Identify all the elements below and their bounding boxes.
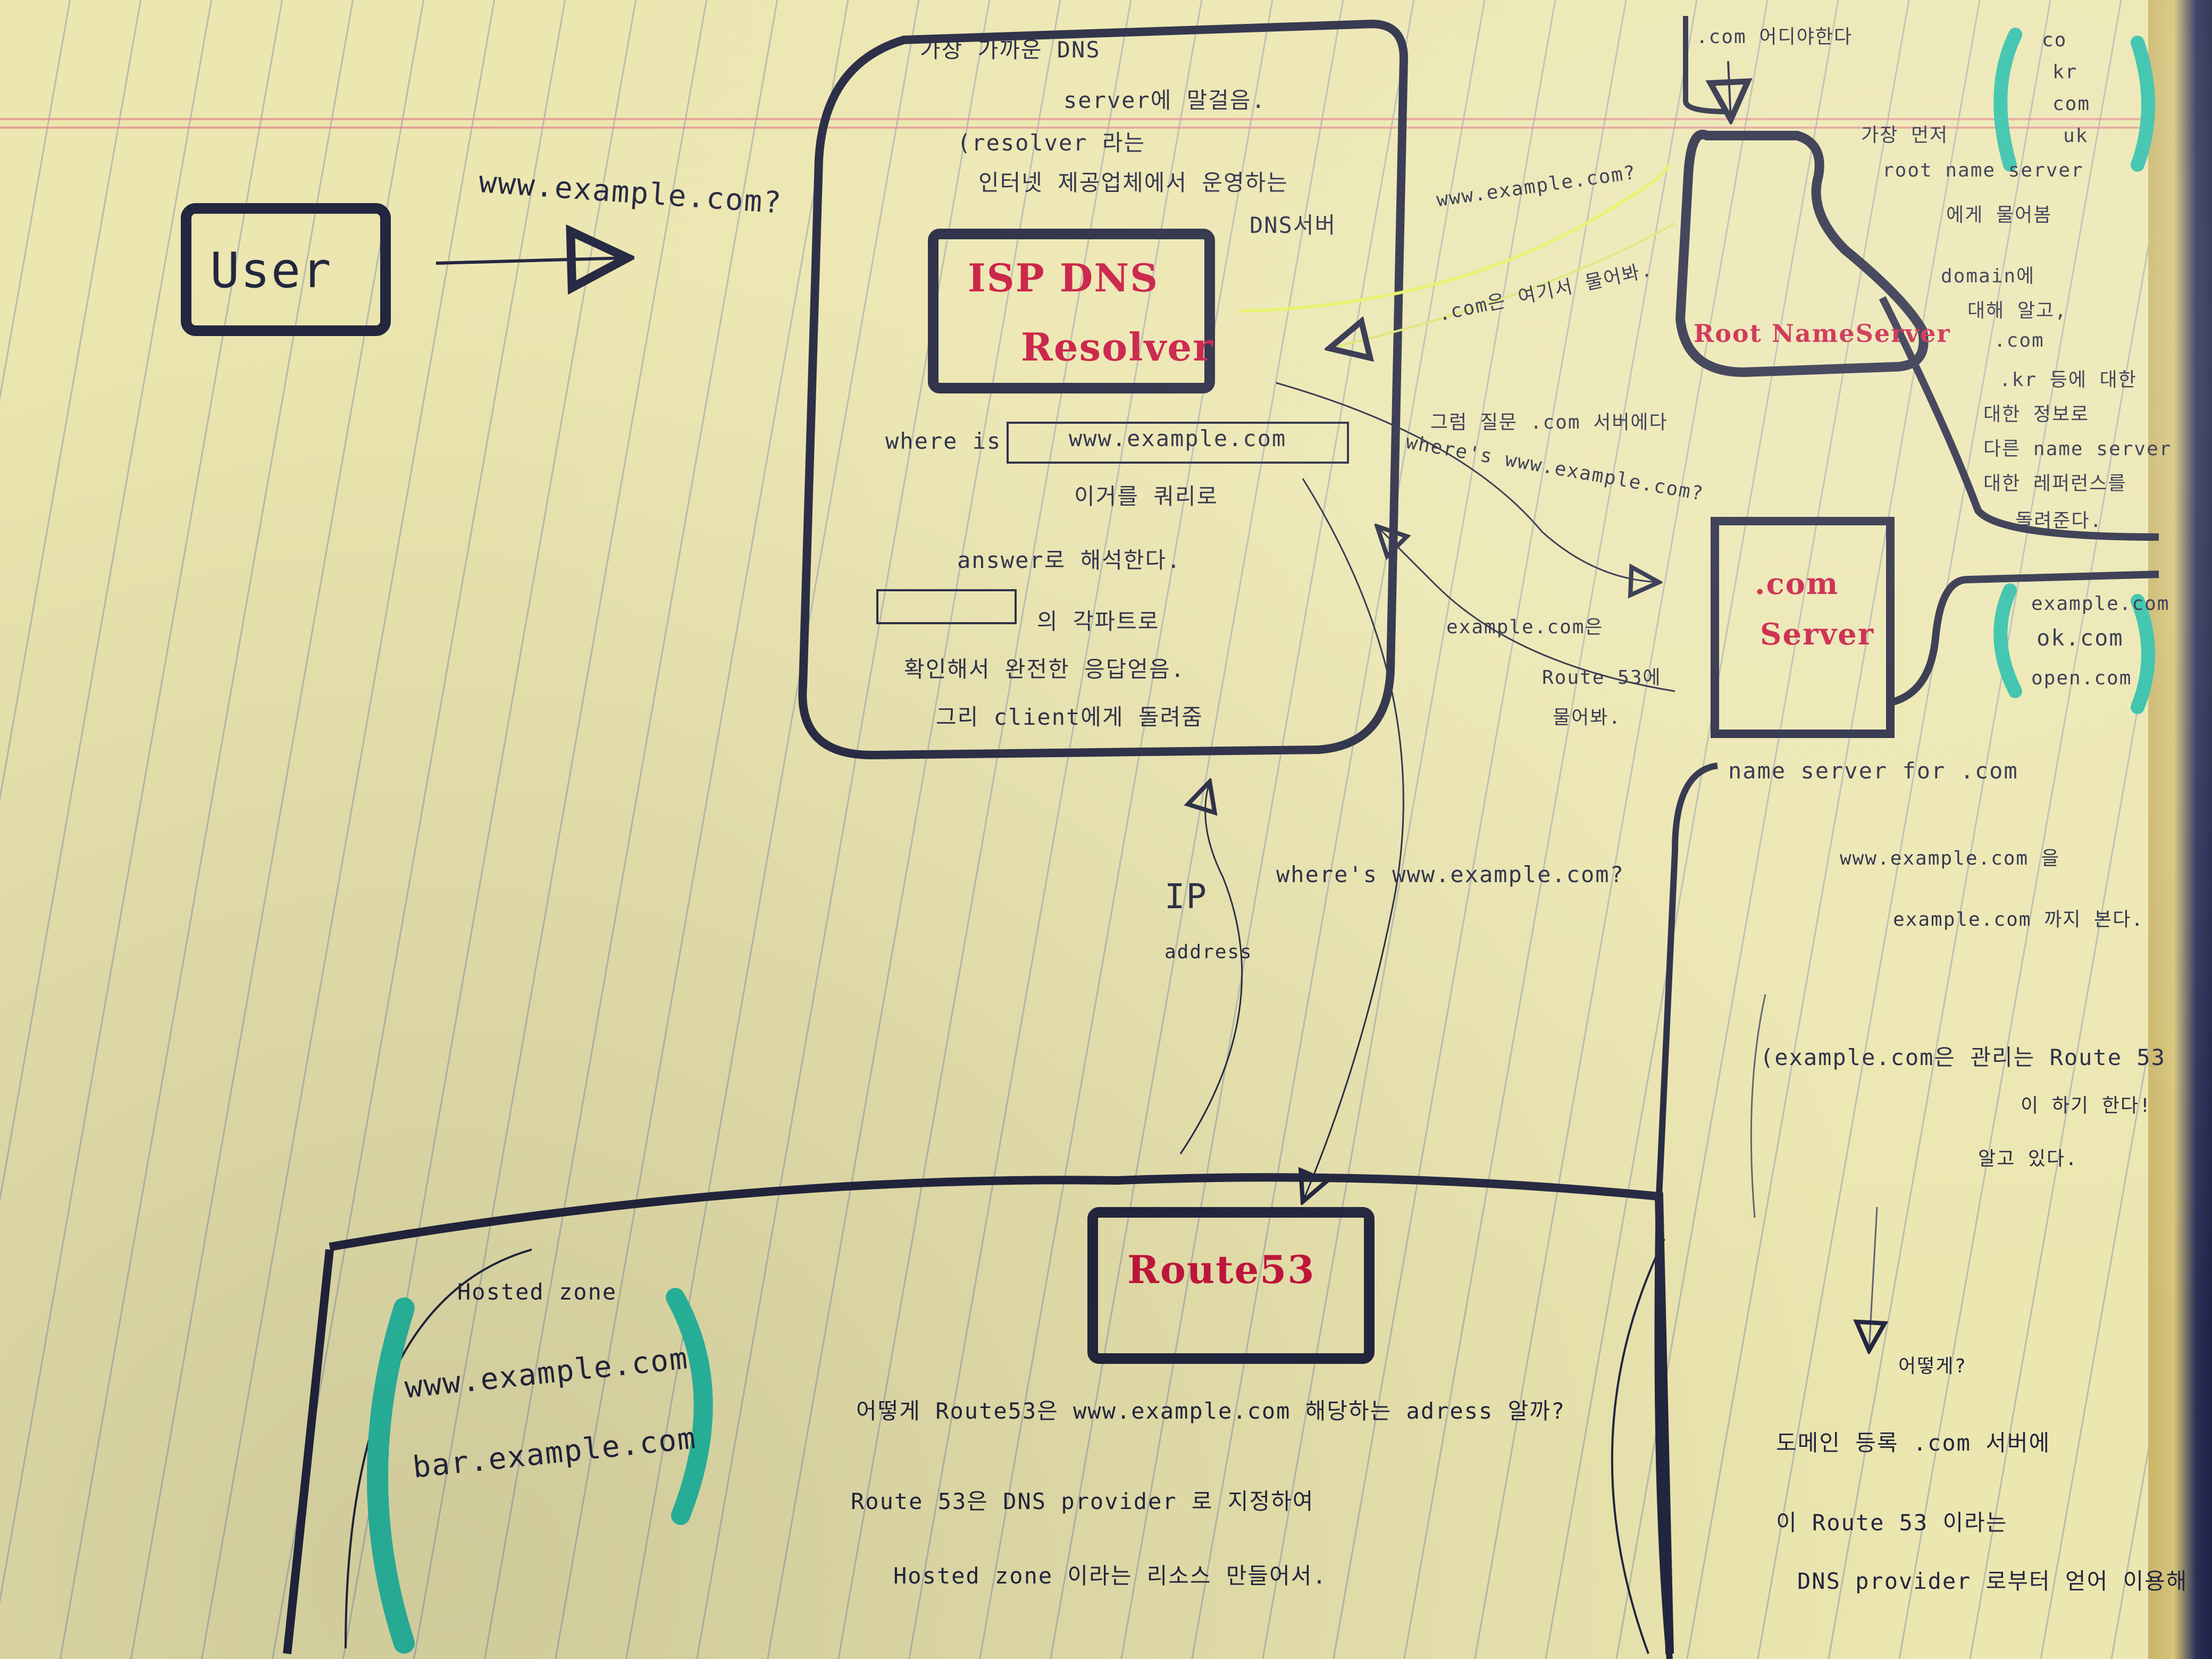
- pencil-arrow: [1869, 1206, 1877, 1351]
- root-nameserver-box: [1675, 130, 1929, 378]
- root-top-note: .com 어디야한다: [1696, 26, 1853, 48]
- root-name: Root NameServer: [1694, 319, 1951, 348]
- route53-right-curve: [1611, 1238, 1665, 1654]
- cache-box: [876, 589, 1017, 624]
- root-tail-line: [1879, 296, 2159, 541]
- resolver-where-line2: 이거를 쿼리로: [1074, 483, 1219, 509]
- com-server-name-2: Server: [1760, 617, 1875, 652]
- arrow-from-root: [1329, 222, 1675, 348]
- root-side-note-1: 가장 먼저: [1861, 124, 1949, 146]
- com-note-1: www.example.com 을: [1840, 848, 2060, 869]
- root-side-note-3: 에게 물어봄: [1946, 204, 2052, 226]
- resolver-cache-note: 의 각파트로: [1037, 608, 1160, 634]
- notebook-binding: [2148, 0, 2212, 1659]
- tld-item-com: com: [2052, 93, 2091, 115]
- com-tail-line: [1891, 571, 2159, 706]
- pencil-bracket: [1750, 994, 1766, 1218]
- ip-label-2: address: [1164, 941, 1253, 963]
- resolver-name-2: Resolver: [1021, 324, 1214, 370]
- route53-note-1: 어떻게 Route53은 www.example.com 해당하는 adress…: [856, 1398, 1566, 1424]
- route53-name: Route53: [1127, 1247, 1316, 1292]
- query-box: [1007, 422, 1349, 464]
- arrow-to-root: [1238, 164, 1671, 313]
- root-side-note-7: .kr 등에 대한: [1999, 369, 2137, 391]
- resolver-answer: answer로 해석한다.: [957, 547, 1182, 573]
- resolver-note-5: DNS서버: [1250, 212, 1337, 238]
- root-side-note-10: 대한 레퍼런스를: [1983, 473, 2127, 495]
- com-reply-3: 물어봐.: [1553, 707, 1622, 728]
- route53-container: [329, 1173, 1674, 1654]
- tld-item-co: co: [2042, 29, 2067, 51]
- isp-dns-resolver-box: [928, 229, 1215, 393]
- route53-box: [1087, 1207, 1375, 1364]
- com-reply-1: example.com은: [1446, 616, 1604, 638]
- user-label: User: [210, 242, 332, 299]
- hosted-zone-bracket-left: [367, 1297, 415, 1654]
- com-note-5: 알고 있다.: [1978, 1148, 2078, 1170]
- root-side-note-8: 대한 정보로: [1983, 404, 2090, 425]
- com-note-2: example.com 까지 본다.: [1893, 909, 2144, 931]
- user-query-arrow: [435, 258, 627, 263]
- com-reply-2: Route 53에: [1542, 667, 1662, 689]
- ip-label-1: IP: [1164, 877, 1208, 917]
- arrow-to-route53: [1303, 478, 1404, 1202]
- route53-note-3: Hosted zone 이라는 리소스 만들어서.: [893, 1563, 1327, 1589]
- tld-hint-label: 그럼 질문 .com 서버에다: [1430, 412, 1668, 433]
- arrow-ip-return: [1179, 782, 1243, 1154]
- com-note-3: (example.com은 관리는 Route 53: [1760, 1044, 2166, 1070]
- root-side-note-2: root name server: [1882, 160, 2084, 181]
- arrow-from-com: [1377, 526, 1675, 692]
- com-server-box: [1711, 517, 1895, 738]
- com-bracket-left: [1993, 583, 2022, 698]
- resolver-note-1: 가장 가까운 DNS: [920, 37, 1101, 63]
- root-side-note-9: 다른 name server: [1983, 438, 2172, 460]
- tld-bracket-right: [2131, 36, 2155, 172]
- resolver-confirm: 확인해서 완전한 응답얻음.: [904, 656, 1185, 682]
- tld-bracket-left: [1993, 28, 2022, 172]
- com-bottom-3: DNS provider 로부터 얻어 이용해: [1797, 1568, 2188, 1594]
- margin-line: [0, 118, 2148, 120]
- arrow-to-route53-label: where's www.example.com?: [1276, 861, 1624, 887]
- com-domain-ok: ok.com: [2037, 625, 2124, 651]
- resolver-note-2: server에 말걸음.: [1063, 87, 1266, 113]
- com-domain-example: example.com: [2031, 593, 2170, 615]
- com-server-name-1: .com: [1755, 566, 1839, 601]
- com-bottom-2: 이 Route 53 이라는: [1776, 1510, 2008, 1536]
- com-how: 어떻게?: [1898, 1355, 1967, 1377]
- root-side-note-5: 대해 알고,: [1967, 300, 2067, 322]
- margin-line: [0, 127, 2148, 129]
- user-box: [181, 203, 391, 336]
- com-server-caption: name server for .com: [1728, 758, 2018, 784]
- resolver-where-prefix: where is: [885, 428, 1002, 454]
- com-bottom-1: 도메인 등록 .com 서버에: [1776, 1430, 2051, 1456]
- arrow-to-com: [1276, 382, 1659, 582]
- com-note-4: 이 하기 한다!: [2021, 1095, 2152, 1117]
- notebook-paper: [0, 0, 2148, 1659]
- hosted-zone-title: Hosted zone: [457, 1279, 617, 1305]
- root-top-arrow: [1728, 61, 1731, 120]
- resolver-name-1: ISP DNS: [968, 255, 1159, 300]
- com-domain-open: open.com: [2031, 667, 2132, 689]
- com-bracket-right: [2131, 594, 2155, 714]
- route53-left-edge: [283, 1249, 334, 1654]
- hosted-zone-bracket-right: [666, 1288, 713, 1525]
- route53-note-2: Route 53은 DNS provider 로 지정하여: [851, 1488, 1314, 1514]
- root-side-note-4: domain에: [1941, 265, 2035, 287]
- resolver-note-3: (resolver 라는: [957, 130, 1146, 156]
- resolver-where-domain: www.example.com: [1069, 425, 1287, 451]
- root-side-note-6: .com: [1994, 330, 2045, 351]
- tld-item-uk: uk: [2063, 125, 2089, 147]
- resolver-container: [798, 19, 1409, 760]
- root-side-note-11: 돌려준다.: [2015, 510, 2103, 532]
- tld-item-kr: kr: [2052, 61, 2078, 83]
- resolver-return: 그리 client에게 돌려줌: [936, 704, 1203, 730]
- resolver-note-4: 인터넷 제공업체에서 운영하는: [978, 170, 1288, 196]
